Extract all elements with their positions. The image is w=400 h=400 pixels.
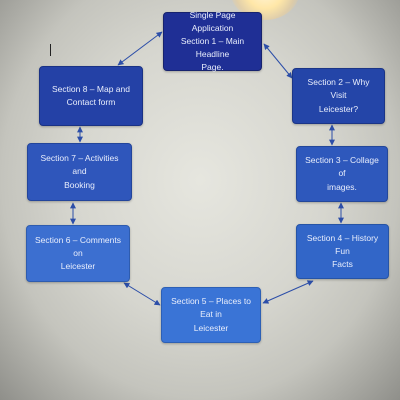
edge-section5-section6	[123, 282, 161, 306]
text-cursor	[50, 44, 51, 56]
section-8-label: Section 8 – Map and Contact form	[52, 83, 130, 107]
section-3-node: Section 3 – Collage of images.	[296, 146, 388, 202]
section-1-node: Single Page Application Section 1 – Main…	[163, 10, 262, 72]
section-5-label: Section 5 – Places to Eat in Leicester	[171, 296, 251, 333]
section-7-node: Section 7 – Activities and Booking	[27, 143, 132, 201]
section-3-label: Section 3 – Collage of images.	[305, 155, 379, 192]
section-4-label: Section 4 – History Fun Facts	[306, 232, 379, 270]
section-1-label: Single Page Application Section 1 – Main…	[180, 9, 245, 73]
section-7-label: Section 7 – Activities and Booking	[40, 153, 119, 190]
section-5-node: Section 5 – Places to Eat in Leicester	[161, 287, 261, 343]
section-8-node: Section 8 – Map and Contact form	[39, 66, 143, 126]
edge-section8-section1	[117, 31, 163, 66]
section-4-node: Section 4 – History Fun Facts	[296, 224, 389, 279]
edge-section1-section2	[263, 43, 293, 79]
section-6-label: Section 6 – Comments on Leicester	[35, 234, 121, 272]
section-2-node: Section 2 – Why Visit Leicester?	[292, 68, 385, 124]
edge-section4-section5	[262, 280, 314, 304]
section-6-node: Section 6 – Comments on Leicester	[26, 225, 130, 282]
section-2-label: Section 2 – Why Visit Leicester?	[307, 77, 370, 114]
